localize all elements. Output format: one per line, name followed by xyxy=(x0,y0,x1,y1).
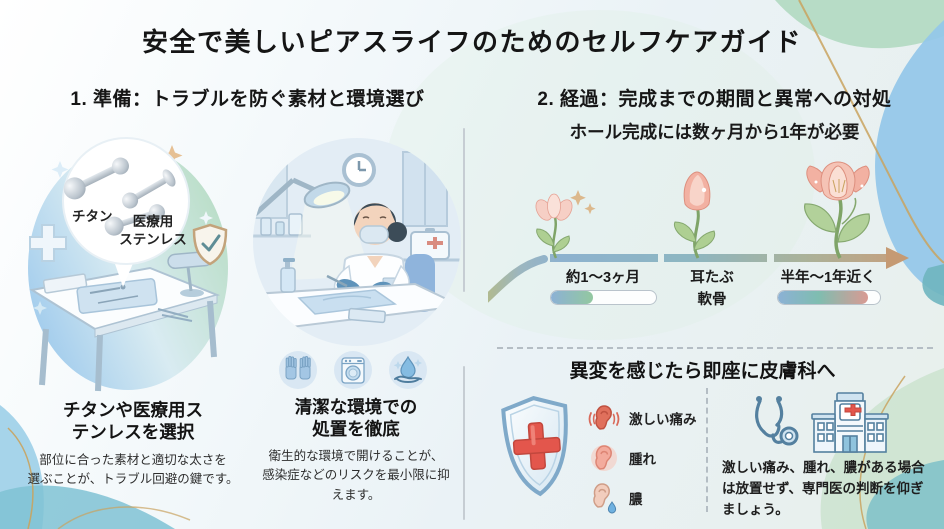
vertical-divider-top xyxy=(463,128,465,292)
section-progress-heading: 2. 経過：完成までの期間と異常への対処 xyxy=(537,89,892,110)
symptom-pain: 激しい痛み xyxy=(588,398,706,438)
steel-barbell-icon xyxy=(122,169,176,209)
piercing-materials-illustration: チタン 医療用 ステンレス xyxy=(20,133,245,395)
progress-subtitle: ホール完成には数ヶ月から1年が必要 xyxy=(569,122,860,142)
medical-shield-icon xyxy=(501,396,568,497)
ear-pain-icon xyxy=(588,405,620,430)
stage3-progress-fill xyxy=(778,291,868,304)
titanium-barbell-icon xyxy=(63,157,129,200)
ear-swelling-icon xyxy=(591,445,617,471)
symptom-list: 激しい痛み 腫れ 膿 xyxy=(588,398,706,518)
ear-pus-icon xyxy=(593,483,617,514)
stage1-progress-fill xyxy=(551,291,593,304)
clean-water-hand-icon xyxy=(389,351,427,389)
barbell-icon xyxy=(104,204,165,236)
materials-heading: チタンや医療用ス テンレスを選択 xyxy=(63,400,203,443)
label-surgical-steel: 医療用 ステンレス xyxy=(119,214,187,248)
medical-cross-icon xyxy=(29,224,67,262)
hospital-building-icon xyxy=(811,392,889,453)
stage1-progress-bar xyxy=(550,290,657,305)
stage3-progress-bar xyxy=(777,290,881,305)
bottles-shelf xyxy=(253,213,311,238)
warning-heading: 異変を感じたら即座に皮膚科へ xyxy=(569,361,836,382)
page-title: 安全で美しいピアスライフのためのセルフケアガイド xyxy=(141,27,802,57)
stage1-label: 約1〜3ヶ月 xyxy=(565,270,641,286)
symptom-swelling-label: 腫れ xyxy=(629,452,656,467)
vertical-divider-bottom xyxy=(463,366,465,520)
stethoscope-icon xyxy=(755,396,799,446)
clock-icon xyxy=(342,153,376,187)
speech-bubble xyxy=(62,137,190,287)
stage2-label: 耳たぶ xyxy=(690,270,734,286)
shield-check-icon xyxy=(192,223,228,266)
flower-blooming-icon xyxy=(673,171,716,259)
symptom-swelling: 腫れ xyxy=(588,438,706,478)
section-preparation-heading: 1. 準備：トラブルを防ぐ素材と環境選び xyxy=(70,89,425,110)
flower-bud-icon xyxy=(535,190,596,259)
symptom-pus: 膿 xyxy=(588,478,706,518)
hygiene-heading: 清潔な環境での 処置を徹底 xyxy=(294,397,418,440)
symptom-pus-label: 膿 xyxy=(629,492,643,507)
washing-machine-icon xyxy=(334,351,372,389)
materials-body: 部位に合った素材と適切な太さを 選ぶことが、トラブル回避の鍵です。 xyxy=(27,453,239,487)
sparkle-icons xyxy=(33,145,213,315)
clean-procedure-illustration xyxy=(253,138,461,346)
stage3-label: 半年〜1年近く xyxy=(780,270,876,286)
desk xyxy=(253,258,461,330)
flower-full-bloom-icon xyxy=(804,161,870,259)
hygiene-icon-row xyxy=(245,350,461,390)
gloves-icon xyxy=(279,351,317,389)
dashed-divider-vertical xyxy=(706,388,708,512)
symptom-pain-label: 激しい痛み xyxy=(629,412,697,427)
stage2-sublabel: 軟骨 xyxy=(697,292,727,308)
table-illustration xyxy=(29,250,221,392)
hygiene-body: 衛生的な環境で開けることが、 感染症などのリスクを最小限に抑 えます。 xyxy=(262,449,450,502)
dashed-divider-horizontal xyxy=(497,347,933,349)
warning-advice-text: 激しい痛み、腫れ、膿がある場合 は放置せず、専門医の判断を仰ぎ ましょう。 xyxy=(722,460,925,517)
label-titanium: チタン xyxy=(72,209,113,224)
